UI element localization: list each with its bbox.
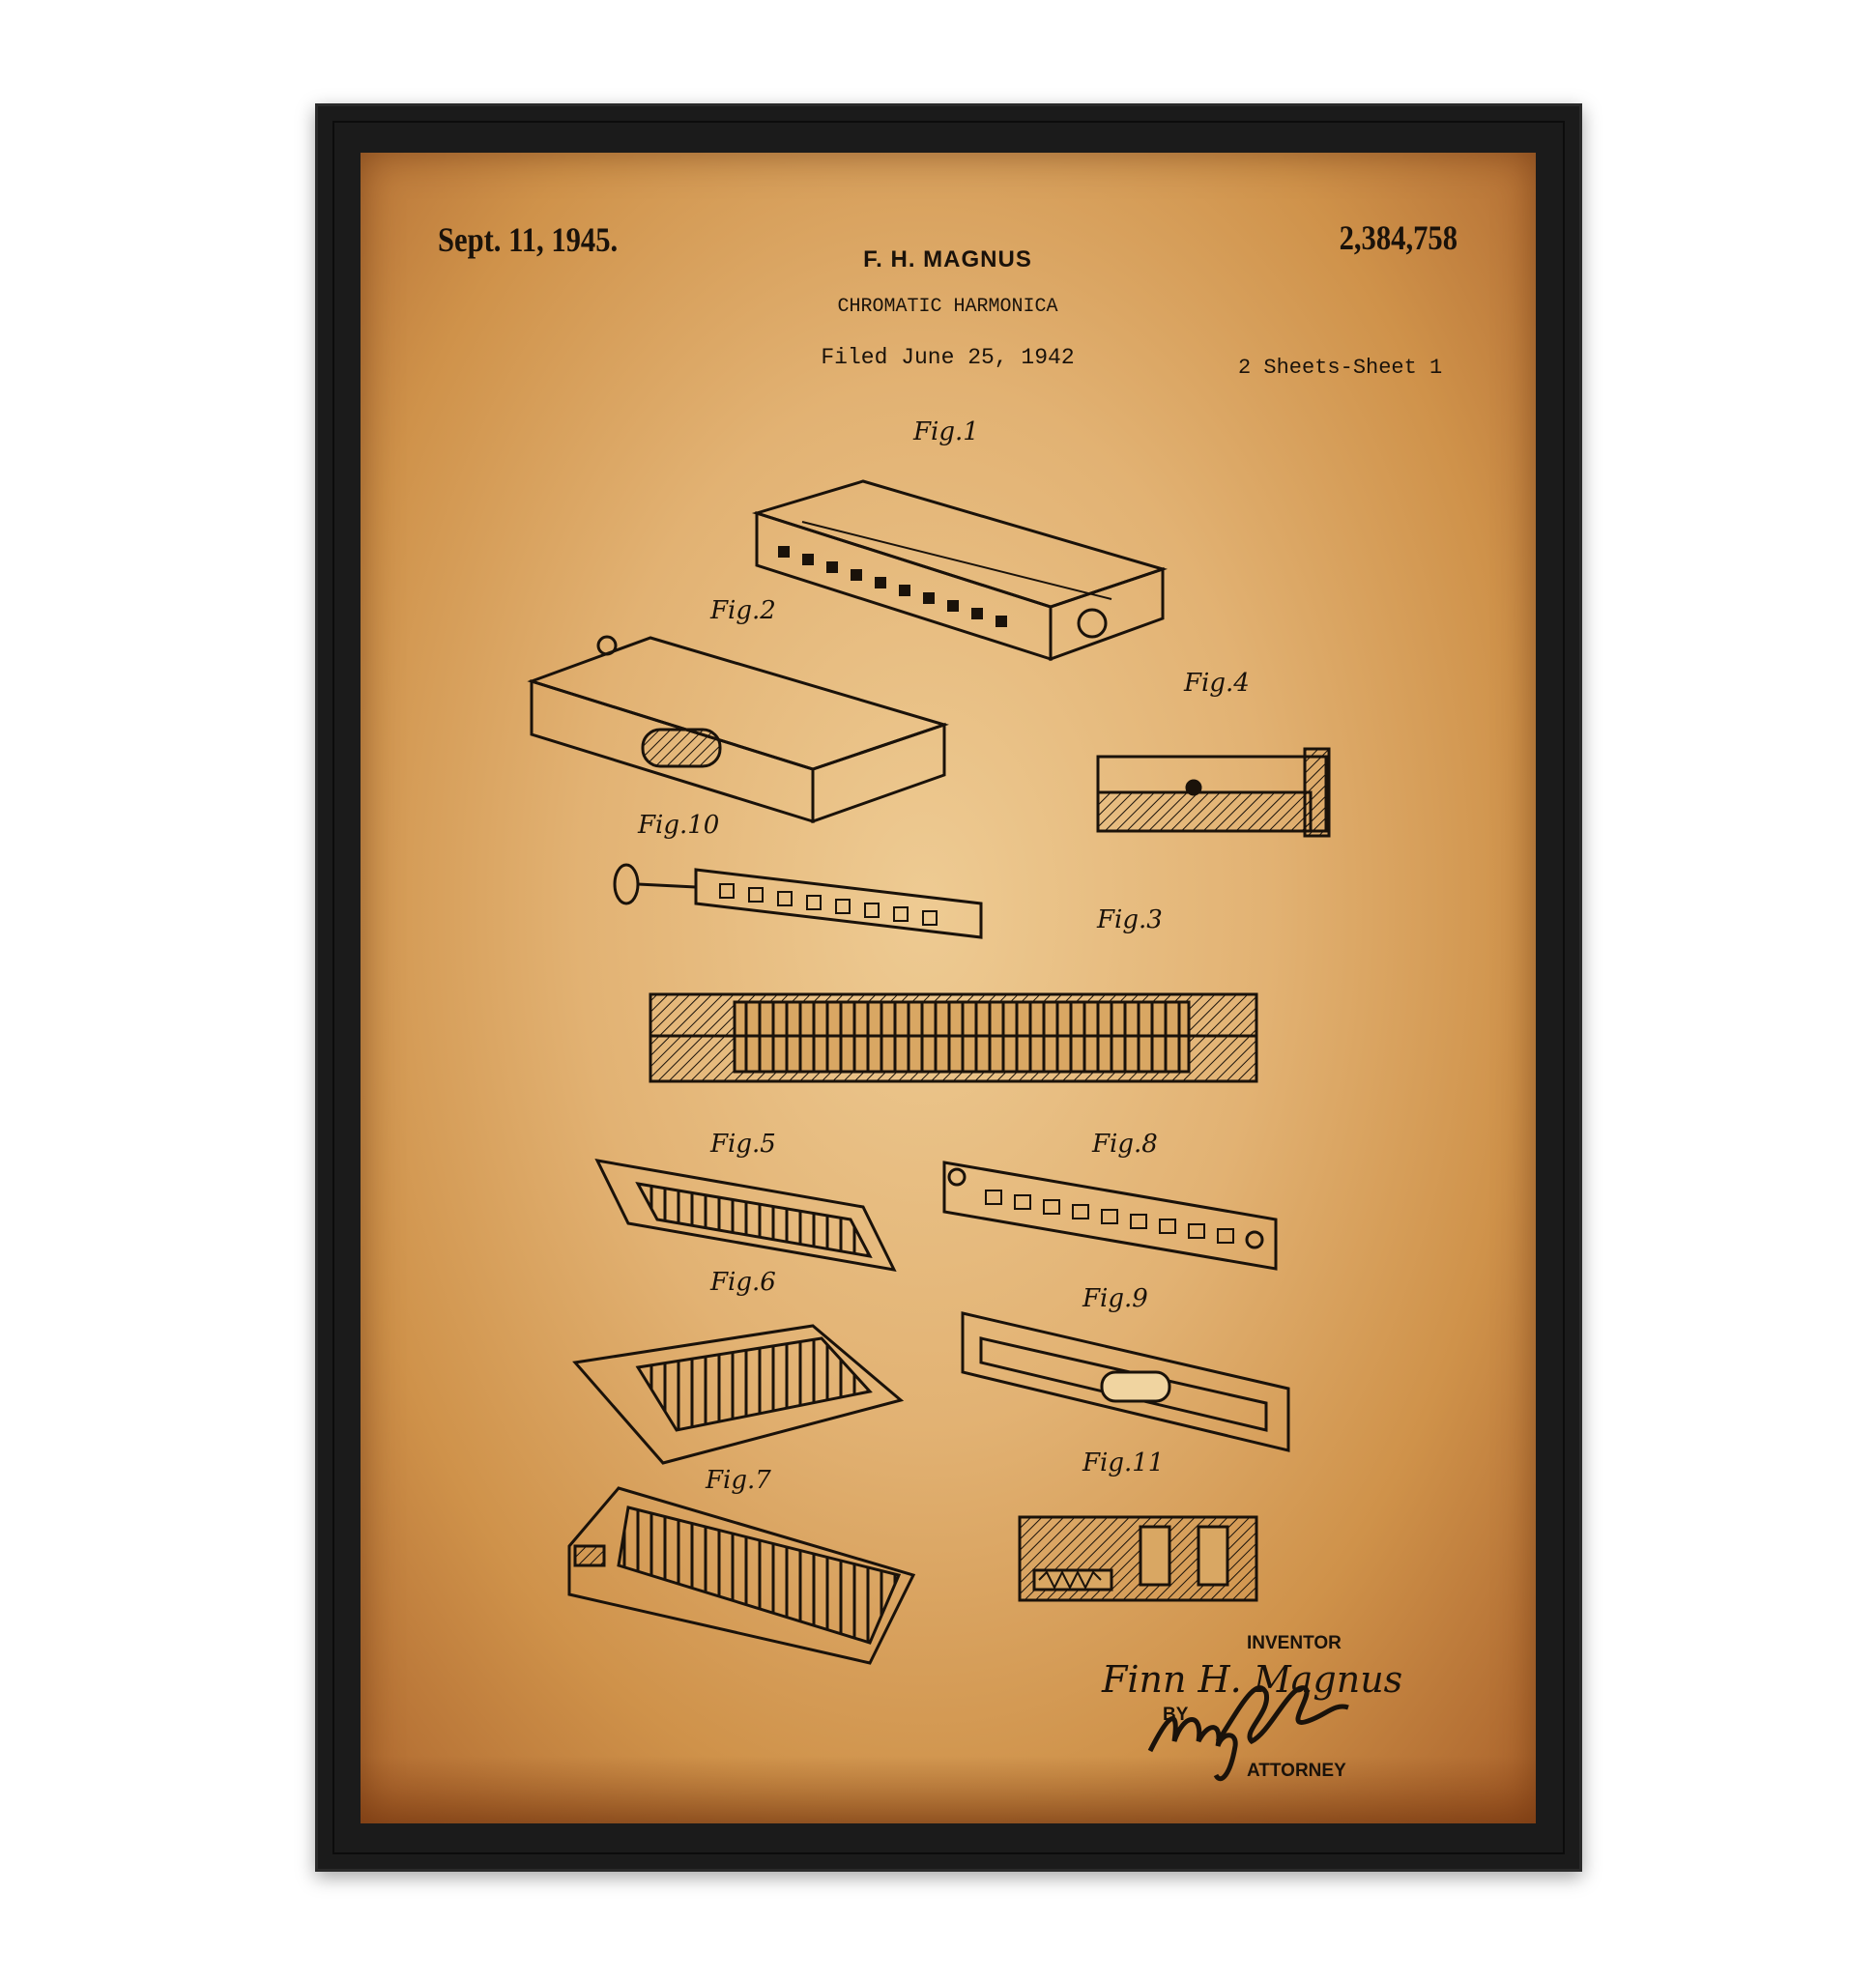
figure-label: Fig.8 — [1091, 1130, 1158, 1159]
figure-11: Fig.11 — [1020, 1448, 1256, 1600]
figure-5: Fig.5 — [597, 1130, 894, 1270]
figure-label: Fig.4 — [1183, 669, 1250, 698]
figure-3: Fig.3 — [650, 905, 1256, 1081]
figure-label: Fig.3 — [1096, 905, 1163, 934]
inventor-signature: Finn H. Magnus — [1102, 1658, 1402, 1701]
figure-label: Fig.1 — [912, 417, 979, 446]
figure-label: Fig.11 — [1082, 1448, 1164, 1477]
figure-10: Fig.10 — [615, 811, 981, 937]
figure-8: Fig.8 — [944, 1130, 1276, 1269]
figure-9: Fig.9 — [963, 1284, 1288, 1450]
figure-label: Fig.2 — [709, 596, 776, 625]
figure-label: Fig.10 — [637, 811, 719, 840]
figure-7: Fig.7 — [569, 1466, 913, 1663]
inventor-caption: INVENTOR — [1247, 1633, 1342, 1654]
attorney-caption: ATTORNEY — [1247, 1761, 1346, 1782]
figure-label: Fig.9 — [1082, 1284, 1148, 1313]
by-caption: BY — [1163, 1705, 1188, 1726]
figure-label: Fig.5 — [709, 1130, 776, 1159]
figure-1: Fig.1 — [757, 417, 1163, 659]
figure-4: Fig.4 — [1098, 669, 1329, 836]
figure-label: Fig.7 — [705, 1466, 771, 1495]
figure-2: Fig.2 — [532, 596, 944, 821]
figure-6: Fig.6 — [575, 1268, 901, 1463]
figure-label: Fig.6 — [709, 1268, 776, 1297]
